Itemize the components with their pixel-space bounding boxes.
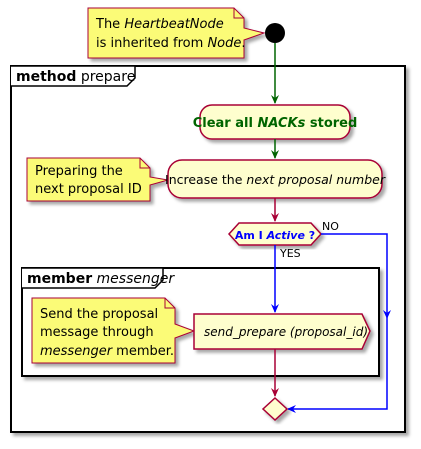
start-note: The HeartbeatNode is inherited from Node… <box>87 7 266 59</box>
increase-note-line1: Preparing the <box>35 164 123 179</box>
send-activity-label: send_prepare (proposal_id) <box>204 325 368 339</box>
start-note-line1: The HeartbeatNode <box>95 17 224 32</box>
increase-activity-label: Increase the next proposal number <box>165 172 386 187</box>
decision-label: Am I Active ? <box>235 229 315 242</box>
merge-node <box>261 396 289 422</box>
send-note-line3: messenger member. <box>40 344 174 359</box>
arrow-no-branch-down <box>321 233 391 319</box>
send-note-line2: message through <box>40 325 154 340</box>
decision-yes-label: YES <box>279 247 301 260</box>
increase-note-line2: next proposal ID <box>35 182 142 197</box>
method-frame-title: method prepare <box>16 69 135 85</box>
increase-note: Preparing the next proposal ID <box>26 157 169 202</box>
clear-activity-label: Clear all NACKs stored <box>193 116 358 131</box>
clear-activity: Clear all NACKs stored <box>193 104 358 140</box>
send-activity: send_prepare (proposal_id) <box>193 313 371 350</box>
decision-no-label: NO <box>322 220 339 233</box>
start-node <box>265 23 285 43</box>
arrow-no-branch-to-merge <box>287 318 388 413</box>
send-note: Send the proposal message through messen… <box>31 297 196 364</box>
increase-activity: Increase the next proposal number <box>165 159 386 199</box>
decision-node: Am I Active ? <box>227 222 323 246</box>
member-frame-title: member messenger <box>27 271 175 287</box>
start-note-line2: is inherited from Node. <box>96 36 246 51</box>
send-note-line1: Send the proposal <box>40 307 158 322</box>
